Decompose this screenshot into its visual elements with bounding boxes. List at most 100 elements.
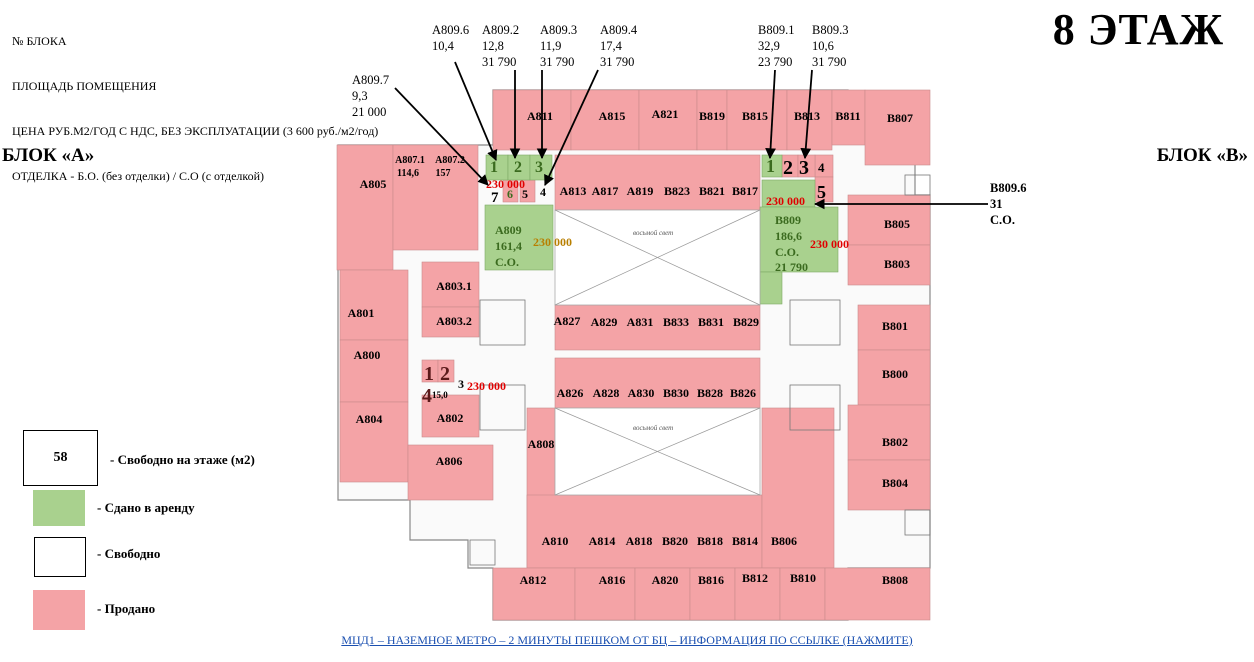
callout-b809-3: B809.3 10,6 31 790: [812, 23, 849, 69]
unit-label: A807.1: [395, 155, 425, 166]
unit-label: B812: [742, 571, 768, 585]
a809-area: 161,4: [495, 239, 522, 253]
legend-rented: - Сдано в аренду: [97, 500, 195, 515]
svg-text:4: 4: [540, 185, 546, 199]
unit-label: B821: [699, 184, 725, 198]
svg-text:1: 1: [424, 363, 434, 385]
unit-label: B818: [697, 534, 723, 548]
unit-label: B811: [835, 109, 860, 123]
svg-text:5: 5: [817, 182, 826, 202]
unit-label: B828: [697, 386, 723, 400]
unit-label: A818: [626, 534, 653, 548]
legend-sold-swatch: [33, 590, 85, 630]
unit-label: A805: [360, 177, 387, 191]
block-b-label: БЛОК «В»: [1156, 145, 1248, 166]
callout-a809-2: A809.2 12,8 31 790: [482, 23, 520, 69]
unit-labels: A811 A815 A821 B819 B815 B813 B811 B807 …: [348, 107, 913, 587]
price-a-top: 230 000: [486, 177, 525, 191]
unit-label: B830: [663, 386, 689, 400]
atrium-label: восьмой свет: [633, 229, 673, 237]
rented-units: [484, 154, 839, 305]
unit-area: 114,6: [397, 168, 419, 179]
unit-label: A831: [627, 315, 654, 329]
unit-label: A800: [354, 348, 381, 362]
unit-label: A827: [554, 314, 581, 328]
unit-label: A801: [348, 306, 375, 320]
header-legend-text: № БЛОКА ПЛОЩАДЬ ПОМЕЩЕНИЯ ЦЕНА РУБ.М2/ГО…: [12, 4, 378, 199]
unit-label: A806: [436, 454, 463, 468]
unit-label: B803: [884, 257, 910, 271]
unit-label: B814: [732, 534, 758, 548]
svg-text:7: 7: [491, 190, 499, 206]
header-line: ЦЕНА РУБ.М2/ГОД С НДС, БЕЗ ЭКСПЛУАТАЦИИ …: [12, 124, 379, 138]
unit-label: A826: [557, 386, 584, 400]
subunit-numbers: 1 2 3 7 6 5 4 1 2 3 4 5 1 2 3 4 15,0: [422, 156, 826, 407]
unit-label: A811: [527, 109, 553, 123]
price-a-left: 230 000: [467, 379, 506, 393]
callout-b809-6: B809.6 31 С.О.: [990, 181, 1027, 227]
unit-label: A815: [599, 109, 626, 123]
svg-text:5: 5: [522, 187, 528, 201]
callout-a809-7: A809.7 9,3 21 000: [352, 73, 390, 119]
svg-text:2: 2: [440, 363, 450, 385]
unit-label: A814: [589, 534, 616, 548]
a809-label: A809: [495, 223, 522, 237]
legend-free-on-floor: - Свободно на этаже (м2): [110, 452, 255, 467]
unit-label: B800: [882, 367, 908, 381]
unit-label: B807: [887, 111, 913, 125]
svg-text:3: 3: [799, 157, 809, 179]
unit-label: B823: [664, 184, 690, 198]
svg-text:2: 2: [514, 159, 522, 176]
unit-label: A803.2: [436, 314, 472, 328]
svg-text:3: 3: [535, 159, 543, 176]
unit-label: A813: [560, 184, 587, 198]
b809-red-price: 230 000: [810, 237, 849, 251]
svg-text:15,0: 15,0: [432, 390, 448, 400]
unit-label: A821: [652, 107, 679, 121]
unit-label: B816: [698, 573, 724, 587]
building-cores: [469, 174, 931, 566]
legend-rented-swatch: [33, 490, 85, 526]
unit-label: A812: [520, 573, 547, 587]
unit-label: A807.2: [435, 155, 465, 166]
unit-label: B833: [663, 315, 689, 329]
sold-units: [336, 89, 931, 621]
unit-label: B826: [730, 386, 756, 400]
callout-a809-4: A809.4 17,4 31 790: [600, 23, 638, 69]
legend-free: - Свободно: [97, 546, 161, 561]
unit-label: B808: [882, 573, 908, 587]
callout-arrows: [394, 61, 988, 210]
unit-label: A829: [591, 315, 618, 329]
header-line: ОТДЕЛКА - Б.О. (без отделки) / С.О (с от…: [12, 169, 265, 183]
metro-info-link[interactable]: МЦД1 – НАЗЕМНОЕ МЕТРО – 2 МИНУТЫ ПЕШКОМ …: [341, 633, 913, 647]
unit-label: A820: [652, 573, 679, 587]
unit-label: B819: [699, 109, 725, 123]
b809-area: 186,6: [775, 229, 802, 243]
b809-finish: С.О.: [775, 245, 799, 259]
unit-label: A802: [437, 411, 464, 425]
unit-label: B810: [790, 571, 816, 585]
unit-label: B817: [732, 184, 758, 198]
unit-label: B829: [733, 315, 759, 329]
unit-label: B813: [794, 109, 820, 123]
unit-area: 157: [436, 168, 451, 179]
legend-free-value-box: 58: [23, 430, 98, 486]
unit-label: A819: [627, 184, 654, 198]
header-line: ПЛОЩАДЬ ПОМЕЩЕНИЯ: [12, 79, 157, 93]
atrium-diagonals: [554, 209, 761, 496]
price-b-top: 230 000: [766, 194, 805, 208]
unit-label: B801: [882, 319, 908, 333]
unit-label: A810: [542, 534, 569, 548]
unit-label: B804: [882, 476, 908, 490]
b809-label: B809: [775, 213, 801, 227]
unit-label: A828: [593, 386, 620, 400]
floor-title: 8 ЭТАЖ: [1052, 5, 1224, 54]
unit-label: A830: [628, 386, 655, 400]
header-line: № БЛОКА: [12, 34, 67, 48]
callout-a809-3: A809.3 11,9 31 790: [540, 23, 578, 69]
unit-label: B815: [742, 109, 768, 123]
unit-label: A816: [599, 573, 626, 587]
rented-labels: A809 161,4 С.О. B809 186,6 С.О. 21 790 2…: [495, 213, 808, 274]
svg-text:6: 6: [507, 187, 513, 201]
